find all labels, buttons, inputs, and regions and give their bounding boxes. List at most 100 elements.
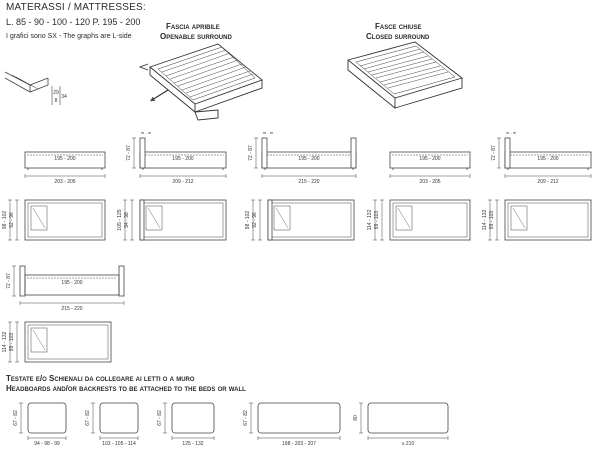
pillow-fold: [275, 207, 289, 229]
iso-bed-openable: [138, 43, 263, 121]
mattress-outline: [27, 202, 103, 238]
closed-surround-label-en: Closed surround: [366, 32, 430, 41]
headboard-width-dim-label: 198 - 203 - 207: [282, 441, 316, 447]
mm-label: m - m: [263, 130, 274, 135]
headboard-height-dim-label: 67 - 82: [157, 410, 163, 426]
headboard-height-dim-label: 67 - 82: [243, 410, 249, 426]
pillow: [30, 205, 48, 231]
detail-dim-34: 34: [61, 94, 67, 100]
headboard-shape: [99, 402, 139, 434]
headboard-2: 67 - 82 103 - 105 - 114: [85, 402, 139, 447]
headboards-title-en: Headboards and/or backrests to be attach…: [6, 384, 246, 393]
headboard-side: [261, 137, 268, 169]
depth-dim-outer-label: 98 - 102: [245, 211, 251, 230]
mattress-dim-label: 195 - 200: [537, 156, 558, 162]
depth-dim-label: 99 - 103: [9, 333, 15, 352]
headboard-width-dim-label: ≥ 210: [402, 441, 415, 447]
pillow: [510, 205, 528, 231]
pillow-fold: [147, 207, 161, 229]
depth-dim-outer-label: 114 - 132: [482, 209, 488, 230]
headboard-width-dim-label: 103 - 105 - 114: [102, 441, 136, 447]
headboards-title-it: Testate e/o Schienali da collegare ai le…: [6, 374, 195, 383]
pillow-fold: [512, 207, 526, 229]
footboard-side: [350, 137, 357, 169]
detail-dim-8: 8: [55, 98, 58, 104]
bed-plan-outline: [24, 199, 106, 241]
mattress-dim-label: 195 - 200: [298, 156, 319, 162]
mattress-outline: [392, 202, 468, 238]
headboard-height-dim-label: 67 - 82: [85, 410, 91, 426]
bed-plan-outline: [504, 199, 592, 241]
bed-frame: [389, 151, 471, 169]
depth-dim-label: 94 - 98: [124, 212, 130, 228]
openable-surround-label-en: Openable surround: [160, 32, 232, 41]
headboard-shape: [171, 402, 215, 434]
closed-surround-label-it: Fasce chiuse: [375, 22, 422, 31]
depth-dim-label: 92 - 96: [252, 212, 258, 228]
pillow: [145, 205, 163, 231]
mm-label: m - m: [506, 130, 517, 135]
depth-dim-label: 92 - 96: [9, 212, 15, 228]
depth-dim-outer-label: 114 - 132: [367, 209, 373, 230]
depth-dim-label: 99 - 103: [374, 211, 380, 230]
footboard-side: [118, 265, 125, 297]
iso-bed-closed: [347, 41, 463, 109]
detail-dim-29: 29: [53, 90, 59, 96]
corner-detail: [4, 71, 61, 105]
pillow-fold: [32, 207, 46, 229]
headboard-height-dim-label: 67 - 82: [13, 410, 19, 426]
pillow-fold: [397, 207, 411, 229]
mattress-dim-label: 195 - 200: [172, 156, 193, 162]
mattress-outline: [507, 202, 589, 238]
headboard-shape: [27, 402, 67, 434]
height-dim-label: 72 - 87: [126, 145, 132, 161]
width-dim-label: 203 - 205: [419, 179, 440, 185]
headboard-side: [504, 137, 511, 169]
elevation-view-1: 195 - 200 203 - 205: [24, 151, 106, 185]
depth-dim-outer-label: 105 - 125: [117, 209, 123, 230]
pillow-fold: [32, 329, 46, 351]
page-title: MATERASSI / MATTRESSES:: [6, 2, 146, 13]
headboard-shape: [257, 402, 341, 434]
pillow: [273, 205, 291, 231]
mm-label: m - m: [141, 130, 152, 135]
depth-dim-outer-label: 98 - 102: [2, 211, 8, 230]
mattress-outline: [27, 324, 109, 360]
bed-plan-outline: [389, 199, 471, 241]
headboard-plan: [267, 199, 273, 241]
height-dim-label: 72 - 87: [491, 145, 497, 161]
headboard-side: [139, 137, 146, 169]
bed-frame: [24, 151, 106, 169]
mattress-dim-label: 195 - 200: [419, 156, 440, 162]
headboard-4: 67 - 82 198 - 203 - 207: [243, 402, 341, 447]
headboard-side: [19, 265, 26, 297]
size-range: L. 85 - 90 - 100 - 120 P. 195 - 200: [6, 17, 141, 27]
width-dim-label: 215 - 220: [61, 306, 82, 312]
bed-plan-outline: [24, 321, 112, 363]
headboard-plan: [139, 199, 145, 241]
mattress-dim-label: 195 - 200: [61, 280, 82, 286]
headboard-height-dim-label: 80: [353, 415, 359, 421]
open-arrow: [149, 89, 169, 102]
height-dim-label: 72 - 87: [6, 273, 12, 289]
headboard-5: 80 ≥ 210: [353, 402, 449, 447]
pillow: [395, 205, 413, 231]
elevation-view-6: 195 - 200 72 - 87 215 - 220: [6, 265, 125, 312]
depth-dim-outer-label: 114 - 132: [2, 331, 8, 352]
width-dim-label: 203 - 205: [54, 179, 75, 185]
elevation-view-4: 195 - 200 203 - 205: [389, 151, 471, 185]
mattress-dim-label: 195 - 200: [54, 156, 75, 162]
bed-frame: [24, 274, 120, 296]
width-dim-label: 215 - 220: [298, 179, 319, 185]
width-dim-label: 209 - 212: [172, 179, 193, 185]
openable-surround-label-it: Fascia apribile: [166, 22, 220, 31]
